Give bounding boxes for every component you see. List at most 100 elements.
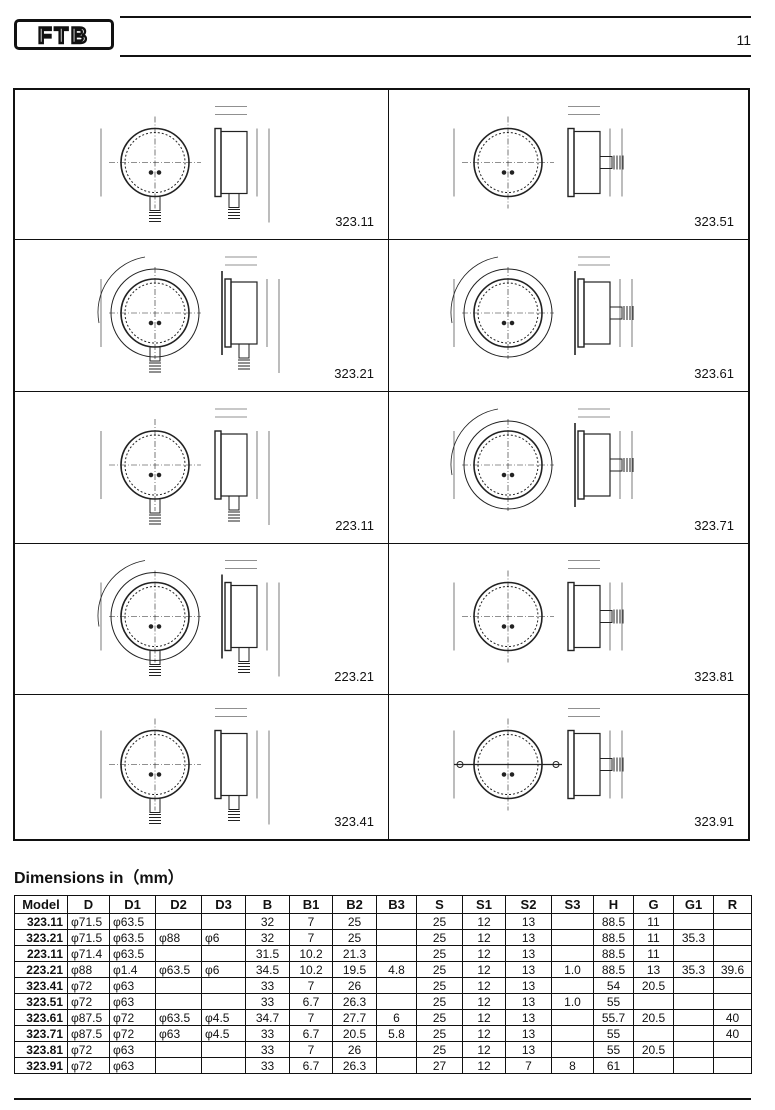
- table-cell: 13: [505, 913, 552, 930]
- table-cell: φ72: [109, 1009, 156, 1026]
- table-cell: 33: [245, 977, 290, 994]
- column-header-s2: S2: [505, 895, 552, 914]
- drawing-model-label: 323.61: [694, 366, 734, 381]
- table-cell: 25: [416, 945, 463, 962]
- table-cell: φ63: [109, 1041, 156, 1058]
- drawing-cell-223-21: 223.21: [15, 543, 388, 694]
- table-cell: 33: [245, 1025, 290, 1042]
- table-cell: 35.3: [673, 961, 714, 978]
- table-cell: 27: [416, 1057, 463, 1074]
- model-cell: 223.11: [14, 945, 68, 962]
- drawing-cell-323-21: 323.21: [15, 239, 388, 391]
- table-cell: 20.5: [332, 1025, 377, 1042]
- table-cell: [155, 913, 202, 930]
- table-cell: [201, 1057, 246, 1074]
- gauge-technical-drawing: [97, 256, 280, 373]
- drawing-model-label: 323.11: [335, 214, 374, 229]
- table-cell: [673, 1041, 714, 1058]
- table-cell: φ72: [67, 993, 110, 1010]
- table-cell: 20.5: [633, 1009, 674, 1026]
- table-cell: 7: [289, 1009, 333, 1026]
- drawing-cell-323-81: 323.81: [388, 543, 748, 694]
- table-cell: [673, 945, 714, 962]
- table-cell: [713, 929, 752, 946]
- table-cell: 1.0: [551, 993, 594, 1010]
- drawing-model-label: 323.71: [694, 518, 734, 533]
- table-cell: 25: [332, 913, 377, 930]
- grid-column-divider: [388, 90, 389, 839]
- table-cell: 12: [462, 929, 506, 946]
- table-cell: 88.5: [593, 913, 634, 930]
- table-cell: φ4.5: [201, 1009, 246, 1026]
- gauge-technical-drawing: [453, 106, 624, 209]
- table-cell: [673, 977, 714, 994]
- table-cell: 34.7: [245, 1009, 290, 1026]
- table-cell: [155, 945, 202, 962]
- drawing-cell-323-71: 323.71: [388, 391, 748, 543]
- logo-lettering: FTB: [38, 24, 90, 46]
- table-cell: φ71.4: [67, 945, 110, 962]
- table-cell: 12: [462, 1041, 506, 1058]
- column-header-s3: S3: [551, 895, 594, 914]
- column-header-s: S: [416, 895, 463, 914]
- table-cell: [713, 913, 752, 930]
- table-cell: [155, 993, 202, 1010]
- table-cell: φ63.5: [109, 929, 156, 946]
- table-cell: 13: [505, 929, 552, 946]
- model-cell: 323.51: [14, 993, 68, 1010]
- table-cell: φ63.5: [155, 1009, 202, 1026]
- table-cell: 7: [289, 929, 333, 946]
- drawing-model-label: 323.51: [694, 214, 734, 229]
- table-cell: 12: [462, 1057, 506, 1074]
- table-cell: 33: [245, 1041, 290, 1058]
- table-cell: 55: [593, 993, 634, 1010]
- table-cell: 25: [416, 993, 463, 1010]
- table-cell: 13: [505, 1009, 552, 1026]
- table-cell: [376, 993, 417, 1010]
- table-cell: φ63: [155, 1025, 202, 1042]
- table-cell: 55.7: [593, 1009, 634, 1026]
- table-cell: [633, 1025, 674, 1042]
- table-cell: 13: [505, 961, 552, 978]
- model-cell: 323.81: [14, 1041, 68, 1058]
- column-header-d2: D2: [155, 895, 202, 914]
- gauge-technical-drawing: [450, 256, 634, 359]
- drawing-model-label: 223.21: [334, 669, 374, 684]
- table-cell: 12: [462, 1009, 506, 1026]
- column-header-b1: B1: [289, 895, 333, 914]
- table-cell: 21.3: [332, 945, 377, 962]
- table-cell: 12: [462, 945, 506, 962]
- table-cell: φ72: [67, 1057, 110, 1074]
- table-cell: φ87.5: [67, 1025, 110, 1042]
- table-cell: [376, 913, 417, 930]
- column-header-model: Model: [14, 895, 68, 914]
- table-cell: 12: [462, 977, 506, 994]
- table-cell: 13: [505, 1041, 552, 1058]
- grid-row-divider: [15, 391, 748, 392]
- table-cell: 13: [633, 961, 674, 978]
- table-cell: [201, 945, 246, 962]
- table-cell: 26.3: [332, 993, 377, 1010]
- table-cell: 40: [713, 1009, 752, 1026]
- table-cell: 20.5: [633, 1041, 674, 1058]
- column-header-b2: B2: [332, 895, 377, 914]
- drawing-cell-323-51: 323.51: [388, 90, 748, 239]
- table-cell: φ72: [109, 1025, 156, 1042]
- table-cell: [376, 1057, 417, 1074]
- drawing-model-label: 323.81: [694, 669, 734, 684]
- table-cell: φ87.5: [67, 1009, 110, 1026]
- table-cell: 25: [416, 1041, 463, 1058]
- table-cell: [633, 993, 674, 1010]
- table-cell: φ63: [109, 977, 156, 994]
- table-cell: 4.8: [376, 961, 417, 978]
- table-cell: 7: [289, 1041, 333, 1058]
- table-cell: 31.5: [245, 945, 290, 962]
